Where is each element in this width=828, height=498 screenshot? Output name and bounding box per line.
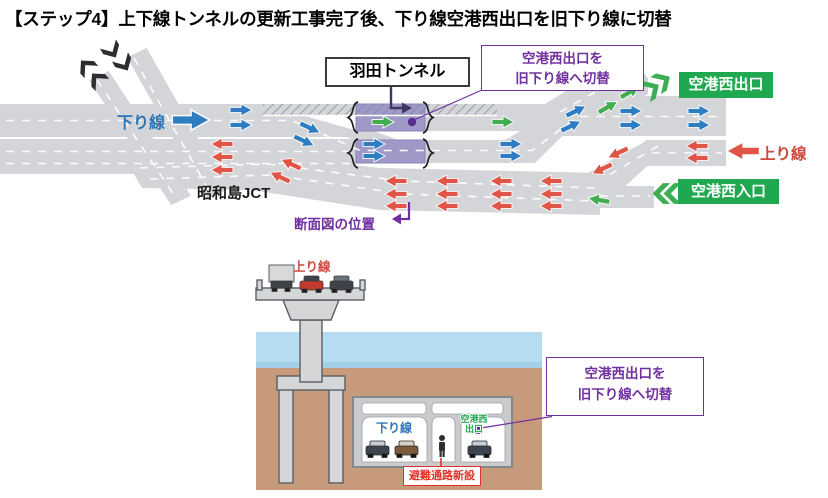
road-down-descend xyxy=(290,116,398,140)
down-line-label-plan: 下り線 xyxy=(117,115,166,132)
water-deep-edge xyxy=(256,362,542,368)
person-icon xyxy=(439,435,445,457)
entrance-badge: 空港西入口 xyxy=(678,179,779,204)
page-title: 【ステップ4】上下線トンネルの更新工事完了後、下り線空港西出口を旧下り線に切替 xyxy=(5,9,672,29)
up-line-label-plan: 上り線 xyxy=(760,146,807,163)
switch-note-plan-line2: 旧下り線へ切替 xyxy=(515,71,610,86)
switch-note-section: 空港西出口を 旧下り線へ切替 xyxy=(546,357,704,416)
switch-note-section-line1: 空港西出口を xyxy=(584,366,666,381)
closed-lane-hatch xyxy=(263,104,497,116)
haneda-tunnel-label: 羽田トンネル xyxy=(325,57,470,87)
switch-note-section-line2: 旧下り線へ切替 xyxy=(577,387,673,402)
viaduct-vehicles xyxy=(268,264,354,293)
road-bottom-left xyxy=(128,153,380,210)
evacuation-label: 避難通路新設 xyxy=(403,466,481,486)
exit-cell-line1: 空港西 xyxy=(460,414,488,424)
tunnel-label-pointer xyxy=(389,87,412,114)
lane-markings xyxy=(6,57,722,202)
switch-point-dot-plan xyxy=(407,117,417,127)
road-bottom-right xyxy=(380,168,600,215)
up-line-label-section: 上り線 xyxy=(293,260,331,274)
cross-section xyxy=(255,264,553,490)
switch-note-plan: 空港西出口を 旧下り線へ切替 xyxy=(481,45,644,91)
section-position-pointer xyxy=(392,202,411,225)
truck xyxy=(268,264,295,283)
switch-note-connector-plan xyxy=(414,89,483,121)
switch-point-dot-section xyxy=(474,426,482,434)
tunnel-vehicles xyxy=(365,440,492,458)
junction-label: 昭和島JCT xyxy=(197,185,271,202)
switch-note-connector-section xyxy=(480,415,553,429)
exit-cell-line2: 出口 xyxy=(464,423,483,434)
section-position-label: 断面図の位置 xyxy=(294,217,375,232)
tunnel-braces xyxy=(345,101,436,169)
down-line-label-section: 下り線 xyxy=(376,421,413,435)
exit-cell-label: 空港西 出口 xyxy=(456,414,492,434)
exit-badge: 空港西出口 xyxy=(679,72,773,98)
switch-note-plan-line1: 空港西出口を xyxy=(522,51,603,66)
road-gap-wedge xyxy=(305,116,358,131)
viaduct-pier xyxy=(255,279,366,484)
